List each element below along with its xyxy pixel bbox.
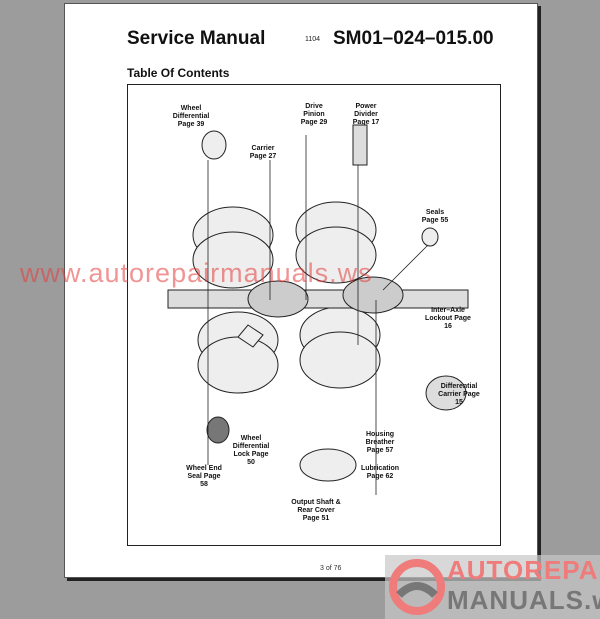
document-page: Service Manual 1104 SM01–024–015.00 Tabl… (64, 3, 538, 578)
label-output-shaft[interactable]: Output Shaft & Rear Cover Page 51 (291, 499, 341, 522)
logo-emblem-icon (389, 559, 445, 615)
label-lubrication[interactable]: Lubrication Page 62 (360, 465, 400, 480)
watermark-text: www.autorepairmanuals.ws (20, 258, 373, 288)
brand-logo: AUTOREPAIR MANUALS.ws (385, 555, 600, 619)
label-wheel-end-seal[interactable]: Wheel End Seal Page 58 (186, 465, 222, 488)
page-title: Service Manual (127, 28, 266, 49)
label-power-divider[interactable]: Power Divider Page 17 (352, 103, 380, 126)
label-housing-breather[interactable]: Housing Breather Page 57 (365, 431, 395, 454)
revision-code: 1104 (305, 36, 321, 43)
diagram-frame: Wheel Differential Page 39 Carrier Page … (127, 84, 501, 546)
logo-line2: MANUALS.ws (447, 585, 600, 615)
label-differential-carrier[interactable]: Differential Carrier Page 15 (438, 383, 480, 406)
label-carrier[interactable]: Carrier Page 27 (249, 145, 277, 160)
label-inter-axle-lockout[interactable]: Inter–Axle Lockout Page 16 (425, 307, 471, 330)
page-number: 3 of 76 (320, 565, 342, 572)
label-drive-pinion[interactable]: Drive Pinion Page 29 (300, 103, 328, 126)
axle-diagram (167, 124, 469, 495)
logo-line1: AUTOREPAIR (447, 555, 600, 585)
label-wheel-differential[interactable]: Wheel Differential Page 39 (172, 105, 210, 128)
section-title: Table Of Contents (127, 66, 230, 80)
document-code: SM01–024–015.00 (333, 28, 494, 49)
label-wheel-differential-lock[interactable]: Wheel Differential Lock Page 50 (232, 435, 270, 466)
label-seals[interactable]: Seals Page 55 (421, 209, 449, 224)
